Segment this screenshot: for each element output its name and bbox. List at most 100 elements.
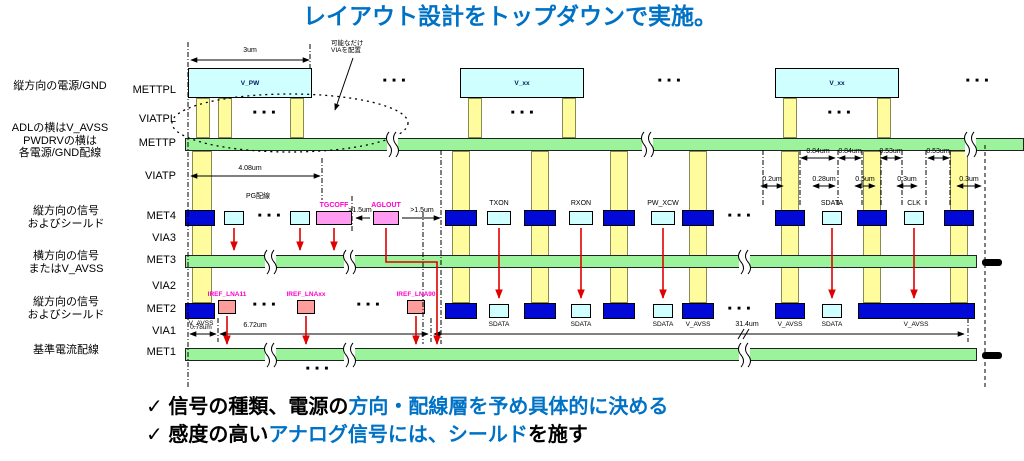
- dim-03a: 0.3um: [897, 176, 917, 183]
- ellipsis: ■ ■ ■: [252, 302, 278, 308]
- viatp-via: [610, 151, 628, 303]
- met4-shield-box: [857, 210, 887, 226]
- dim-03b: 0.3um: [959, 176, 979, 183]
- dim-05: 0.5um: [855, 176, 875, 183]
- met2-sdata-label: SDATA: [488, 321, 510, 328]
- vavss-label: V_AVSS: [685, 321, 711, 328]
- met2-sdata-box: [822, 304, 842, 318]
- ellipsis: ■ ■ ■: [727, 306, 753, 312]
- dim-672: 6.72um: [243, 322, 267, 329]
- layer-name-via3: VIA3: [152, 232, 176, 244]
- met4-txon-box: [487, 211, 511, 225]
- row-label-met3: 横方向の信号またはV_AVSS: [28, 250, 104, 275]
- met4-shield-box: [445, 210, 477, 226]
- met4-shield-box: [185, 210, 215, 226]
- met2-shield-box: [445, 303, 477, 319]
- bullet-signal-planning: ✓ 信号の種類、電源の方向・配線層を予め具体的に決める: [146, 396, 669, 418]
- met3-continuation-dash: [982, 259, 1002, 266]
- dim-02: 0.2um: [762, 176, 782, 183]
- row-label-power-gnd: 縦方向の電源/GND: [13, 80, 107, 92]
- power-plate-vpw: V_PW: [188, 68, 312, 98]
- dim-314: 31.4um: [735, 321, 759, 328]
- power-plate-vxx: V_xx: [775, 68, 899, 98]
- bullet-analog-shield: ✓ 感度の高いアナログ信号には、シールドを施す: [146, 424, 588, 446]
- ellipsis: ■ ■ ■: [257, 213, 283, 219]
- ellipsis: ■ ■ ■: [510, 110, 536, 116]
- viatp-via: [192, 151, 212, 303]
- met4-signal-box: [224, 211, 244, 225]
- dim-084a: 0.84um: [806, 148, 830, 155]
- viatp-via: [531, 151, 549, 303]
- met4-aglout-box: [373, 211, 399, 225]
- dim-3um: 3um: [243, 47, 257, 54]
- viatpl-via: [877, 98, 891, 138]
- viatp-via: [781, 151, 799, 303]
- vavss-label: V_AVSS: [903, 321, 929, 328]
- layer-name-met3: MET3: [146, 254, 176, 266]
- met4-shield-box: [524, 210, 556, 226]
- layer-name-mettpl: METTPL: [132, 84, 176, 96]
- viatp-via: [863, 151, 881, 303]
- gap-left-label: >1.5um: [348, 207, 372, 214]
- met4-pwxcw-box: [651, 211, 675, 225]
- ellipsis: ■ ■ ■: [356, 302, 382, 308]
- layer-name-viatpl: VIATPL: [138, 113, 176, 125]
- dim-408um: 4.08um: [238, 165, 262, 172]
- dim-053a: 0.53um: [879, 148, 903, 155]
- rxon-label: RXON: [570, 200, 592, 207]
- met2-sdata-box: [489, 304, 509, 318]
- met2-shield-box: [524, 303, 556, 319]
- met4-shield-box: [603, 210, 635, 226]
- ellipsis: ■ ■ ■: [305, 366, 331, 372]
- met2-iref-box: [407, 300, 425, 314]
- met4-shield-box: [775, 210, 805, 226]
- met1-continuation-dash: [982, 352, 1002, 359]
- met2-shield-box: [682, 303, 714, 319]
- txon-label: TXON: [489, 200, 509, 207]
- check-icon: ✓: [146, 396, 163, 418]
- met2-vavss-wide-box: [858, 303, 975, 319]
- dim-084b: 0.84um: [838, 148, 862, 155]
- page-title: レイアウト設計をトップダウンで実施。: [303, 3, 717, 29]
- dim-053b: 0.53um: [926, 148, 950, 155]
- met2-iref-box: [218, 300, 236, 314]
- ellipsis: ■ ■ ■: [657, 78, 683, 84]
- dim-078: 0.78um: [190, 324, 212, 331]
- viatpl-via: [290, 98, 304, 138]
- viatpl-via: [562, 98, 576, 138]
- aglout-label: AGLOUT: [371, 202, 401, 209]
- met2-sdata-label: SDATA: [652, 321, 674, 328]
- layer-name-met1: MET1: [146, 346, 176, 358]
- layer-name-viatp: VIATP: [145, 170, 176, 182]
- met1-bar: [185, 348, 977, 361]
- power-plate-vxx: V_xx: [460, 68, 584, 98]
- pg-wiring-note: PG配線: [245, 193, 271, 200]
- iref-lna11-label: IREF_LNA11: [207, 291, 247, 298]
- met4-shield-box: [944, 210, 974, 226]
- met4-sdata-label: SDATA: [820, 200, 844, 207]
- ellipsis: ■ ■ ■: [252, 110, 278, 116]
- viatp-via: [950, 151, 968, 303]
- iref-lna90-label: IREF_LNA90: [396, 291, 436, 298]
- layer-name-mettp: METTP: [138, 137, 176, 149]
- met4-rxon-box: [569, 211, 593, 225]
- check-icon: ✓: [146, 424, 163, 446]
- met2-sdata-box: [653, 304, 673, 318]
- vavss-label: V_AVSS: [777, 321, 803, 328]
- pwxcw-label: PW_XCW: [647, 200, 679, 207]
- tgcoff-label: TGCOFF: [319, 202, 349, 209]
- ellipsis: ■ ■ ■: [727, 213, 753, 219]
- met4-shield-box: [682, 210, 714, 226]
- met2-shield-box: [603, 303, 635, 319]
- layer-name-met4: MET4: [146, 210, 176, 222]
- met2-shield-box: [775, 303, 805, 319]
- ellipsis: ■ ■ ■: [965, 78, 991, 84]
- viatp-via: [452, 151, 470, 303]
- viatpl-via: [218, 98, 232, 138]
- met4-sdata-box: [822, 211, 842, 225]
- met2-sdata-label: SDATA: [570, 321, 592, 328]
- met2-sdata-box: [571, 304, 591, 318]
- met2-iref-box: [297, 300, 315, 314]
